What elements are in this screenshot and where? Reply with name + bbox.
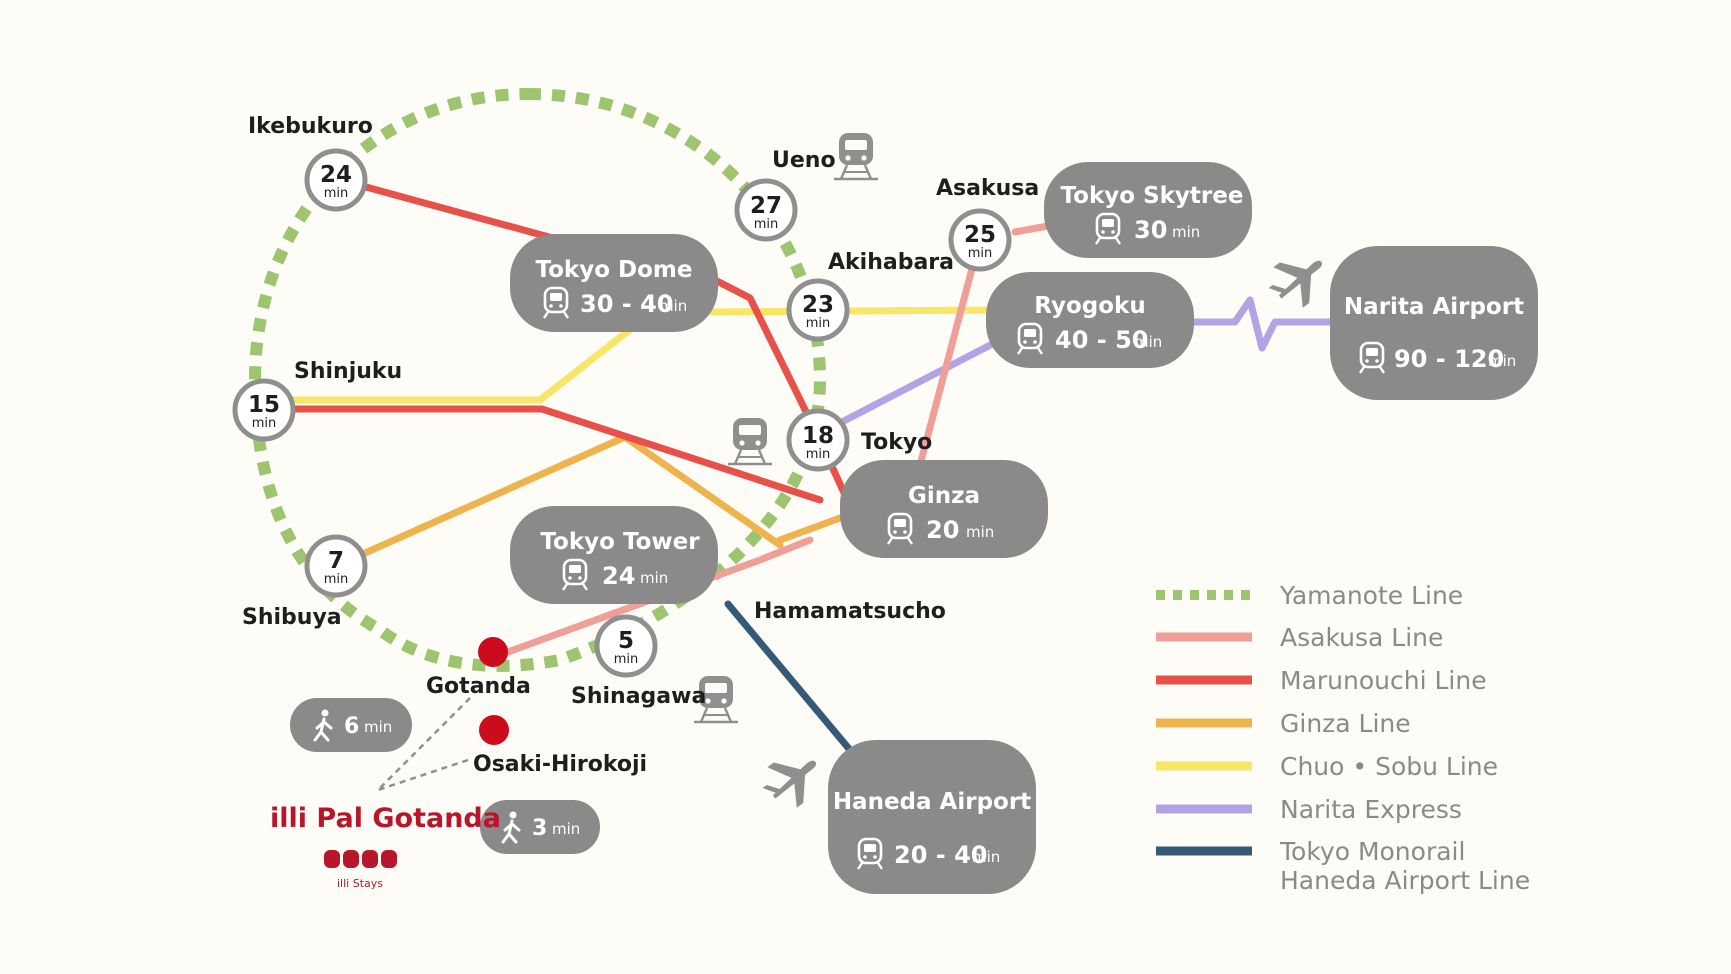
plane-icon-haneda <box>754 742 831 818</box>
train-icon-tokyo <box>726 416 774 466</box>
station-unit: min <box>614 652 639 667</box>
station-label-ikebukuro: Ikebukuro <box>248 114 373 139</box>
station-circle-akihabara[interactable]: 23 min <box>786 278 850 342</box>
station-unit: min <box>324 572 349 587</box>
station-time: 24 <box>320 162 352 188</box>
narita-express-line <box>836 296 1339 427</box>
station-label-gotanda: Gotanda <box>426 674 531 699</box>
chuo-sobu-line <box>261 306 1004 404</box>
destination-name: Ginza <box>908 483 980 509</box>
walking-unit: min <box>552 820 580 838</box>
asakusa-line <box>504 222 1052 656</box>
station-label-shibuya: Shibuya <box>242 605 342 630</box>
destination-unit: min <box>1172 223 1200 241</box>
station-label-tokyo: Tokyo <box>861 430 932 455</box>
station-time: 25 <box>964 222 996 248</box>
walking-unit: min <box>364 718 392 736</box>
station-label-osaki-hirokoji: Osaki-Hirokoji <box>473 752 647 777</box>
station-unit: min <box>806 447 831 462</box>
destination-time: 20 <box>926 516 959 544</box>
station-circle-tokyo[interactable]: 18 min <box>786 408 850 472</box>
walking-time: 6 <box>344 714 359 739</box>
legend-label-chuo-sobu: Chuo • Sobu Line <box>1280 752 1498 781</box>
station-time: 23 <box>802 292 834 318</box>
destination-name: Narita Airport <box>1344 294 1524 320</box>
destination-haneda-airport[interactable]: Haneda Airport 20 - 40 min <box>828 740 1036 894</box>
station-label-shinagawa: Shinagawa <box>571 684 706 709</box>
destination-narita-airport[interactable]: Narita Airport 90 - 120 min <box>1330 246 1538 400</box>
train-icon-ueno <box>832 131 880 181</box>
station-unit: min <box>806 316 831 331</box>
station-label-asakusa: Asakusa <box>936 176 1039 201</box>
station-dot-osaki[interactable] <box>479 715 509 745</box>
legend-label-marunouchi: Marunouchi Line <box>1280 666 1487 695</box>
brand-name: illi Pal Gotanda <box>270 803 501 834</box>
destination-unit: min <box>972 848 1000 866</box>
destination-unit: min <box>659 297 687 315</box>
legend: Yamanote Line Asakusa Line Marunouchi Li… <box>1156 581 1530 895</box>
destination-ginza[interactable]: Ginza 20 min <box>840 460 1048 558</box>
legend-label-narita-express: Narita Express <box>1280 795 1462 824</box>
station-label-ueno: Ueno <box>772 148 836 173</box>
yamanote-line-loop <box>248 87 827 672</box>
station-circle-shinagawa[interactable]: 5 min <box>594 614 658 678</box>
walking-badge-gotanda: 6 min <box>290 698 412 752</box>
station-circle-shibuya[interactable]: 7 min <box>304 534 368 598</box>
station-label-shinjuku: Shinjuku <box>294 359 402 384</box>
destination-unit: min <box>966 523 994 541</box>
destination-name: Haneda Airport <box>833 789 1031 815</box>
station-label-akihabara: Akihabara <box>828 250 954 275</box>
destination-unit: min <box>1134 333 1162 351</box>
station-time: 15 <box>248 392 280 418</box>
station-dot-gotanda[interactable] <box>478 637 508 667</box>
station-circle-asakusa[interactable]: 25 min <box>948 208 1012 272</box>
destination-time: 30 <box>1134 216 1167 244</box>
legend-label-ginza: Ginza Line <box>1280 709 1411 738</box>
walking-person-icon <box>501 811 521 844</box>
walking-person-icon <box>313 709 333 742</box>
station-unit: min <box>324 186 349 201</box>
tokyo-monorail-line <box>724 600 854 754</box>
legend-label-monorail-2: Haneda Airport Line <box>1280 866 1530 895</box>
station-circle-ueno[interactable]: 27 min <box>734 178 798 242</box>
destination-unit: min <box>1488 352 1516 370</box>
destination-tokyo-tower[interactable]: Tokyo Tower 24 min <box>510 506 718 604</box>
station-unit: min <box>754 217 779 232</box>
station-time: 5 <box>618 628 634 654</box>
station-circle-shinjuku[interactable]: 15 min <box>232 378 296 442</box>
destination-name: Tokyo Skytree <box>1061 183 1244 209</box>
illi-stays-logo <box>324 850 397 868</box>
station-unit: min <box>968 246 993 261</box>
station-circle-ikebukuro[interactable]: 24 min <box>304 148 368 212</box>
destination-ryogoku[interactable]: Ryogoku 40 - 50 min <box>986 272 1194 368</box>
legend-label-asakusa: Asakusa Line <box>1280 623 1443 652</box>
legend-label-yamanote: Yamanote Line <box>1279 581 1463 610</box>
destination-time: 20 - 40 <box>894 841 987 869</box>
station-time: 18 <box>802 423 834 449</box>
plane-icon-narita <box>1260 242 1337 318</box>
destination-tokyo-skytree[interactable]: Tokyo Skytree 30 min <box>1044 162 1252 258</box>
walking-badge-osaki: 3 min <box>480 800 600 854</box>
destination-time: 40 - 50 <box>1055 326 1148 354</box>
station-label-hamamatsucho: Hamamatsucho <box>754 599 946 624</box>
legend-label-monorail: Tokyo Monorail <box>1279 837 1465 866</box>
destination-time: 30 - 40 <box>580 290 673 318</box>
destination-time: 24 <box>602 562 635 590</box>
station-time: 27 <box>750 193 782 219</box>
walking-connector <box>377 697 471 792</box>
station-unit: min <box>252 416 277 431</box>
brand-subtitle: illi Stays <box>337 877 383 890</box>
destination-name: Ryogoku <box>1034 293 1145 319</box>
destination-unit: min <box>640 569 668 587</box>
destination-name: Tokyo Dome <box>536 257 693 283</box>
station-time: 7 <box>328 548 344 574</box>
destination-name: Tokyo Tower <box>540 529 700 555</box>
walking-time: 3 <box>532 816 547 841</box>
destination-tokyo-dome[interactable]: Tokyo Dome 30 - 40 min <box>510 234 718 332</box>
destination-time: 90 - 120 <box>1394 345 1504 373</box>
